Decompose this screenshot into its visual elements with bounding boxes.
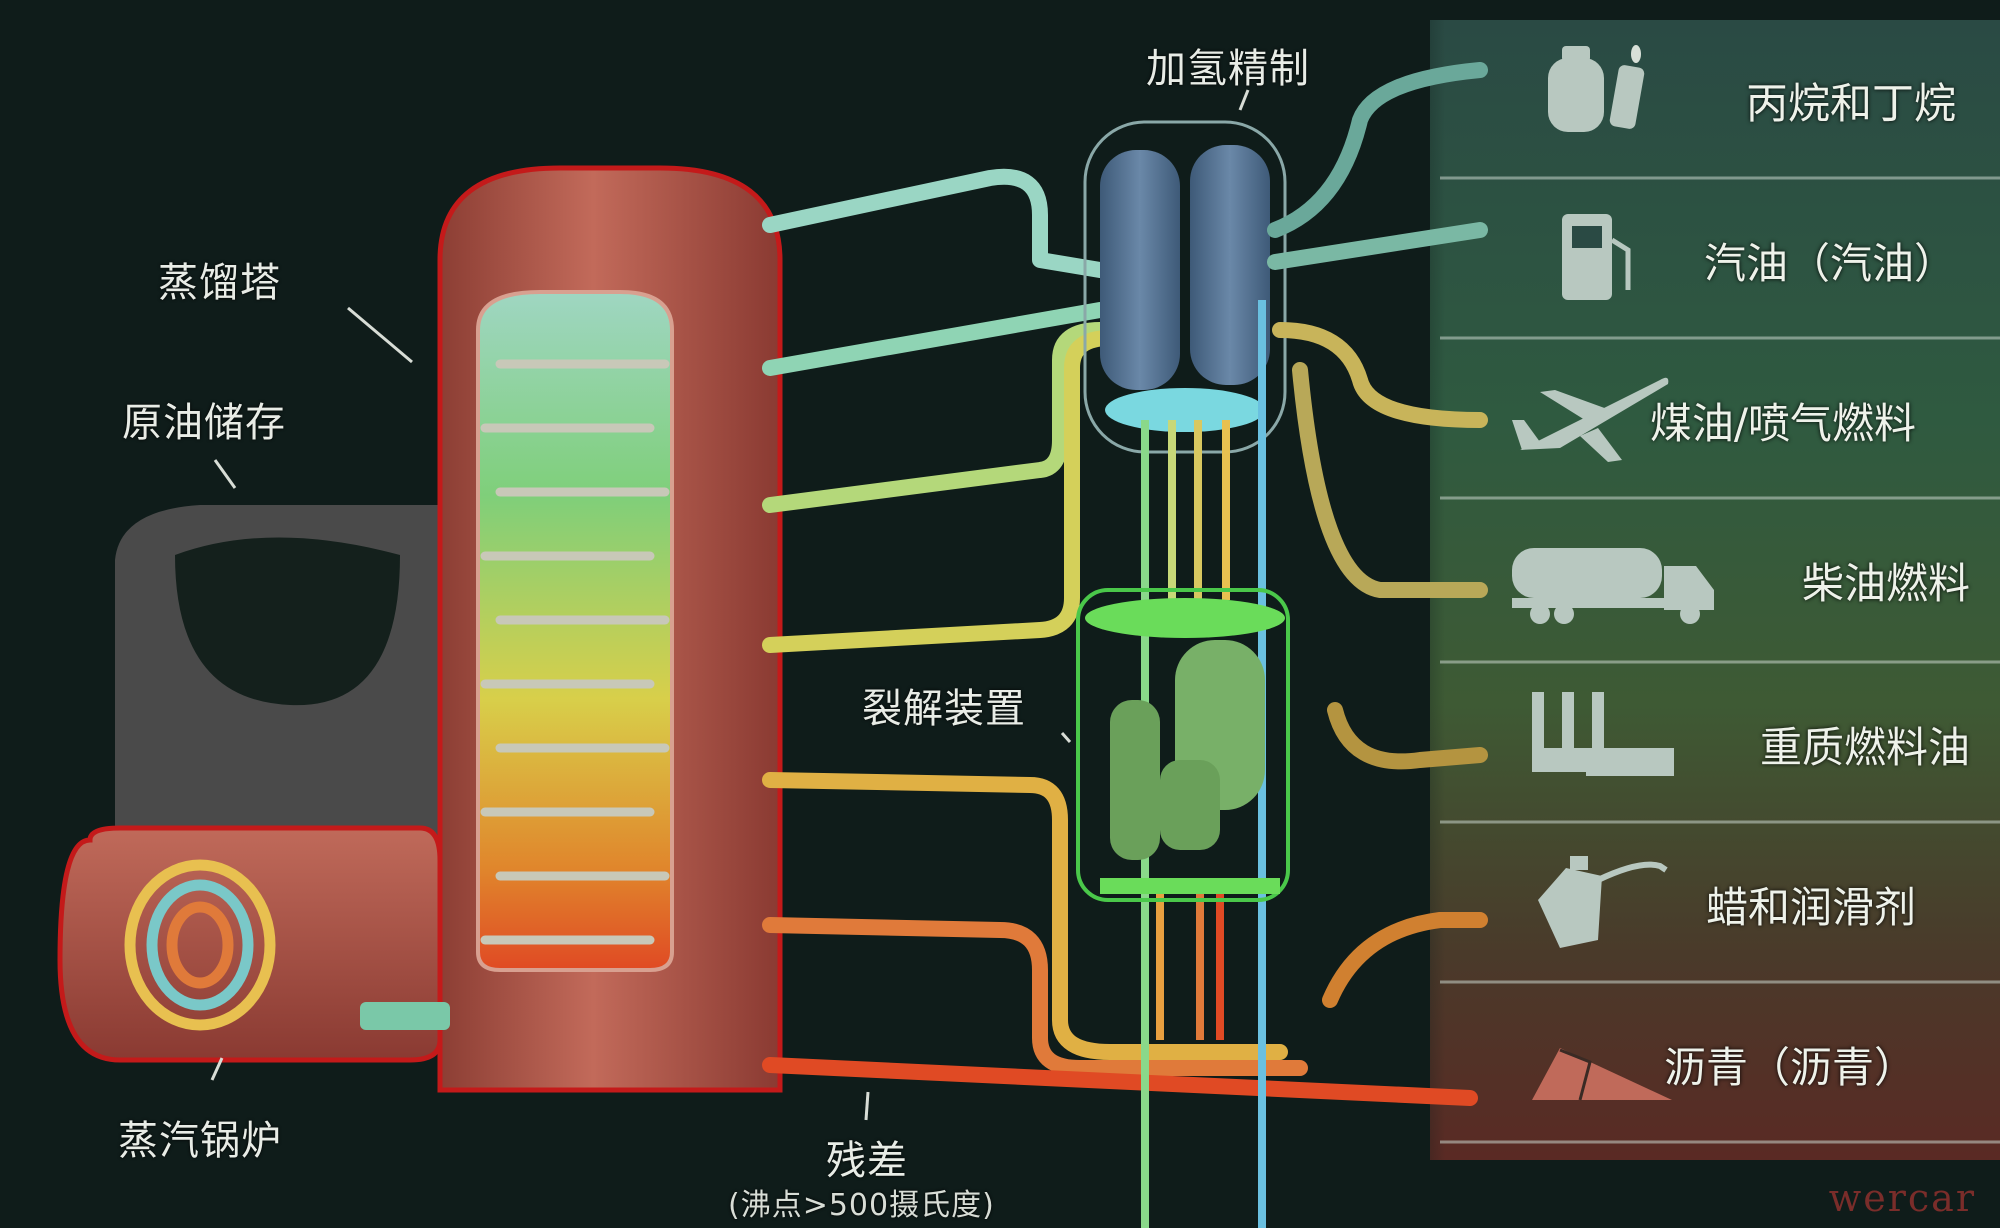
gas-cylinder-lighter-icon xyxy=(1548,45,1645,132)
asphalt-pile-icon xyxy=(1532,1048,1672,1101)
product-row-kerosene: 煤油/喷气燃料 xyxy=(1450,340,2000,498)
product-label: 重质燃料油 xyxy=(1759,723,1970,772)
fuel-pump-icon xyxy=(1562,214,1631,300)
cracking-unit-label: 裂解装置 xyxy=(862,686,1026,732)
draw-pipes xyxy=(762,168,1478,1106)
product-label: 煤油/喷气燃料 xyxy=(1649,399,1916,448)
product-row-heavy-fuel-oil: 重质燃料油 xyxy=(1450,664,2000,822)
steam-boiler xyxy=(57,825,450,1081)
oil-can-icon xyxy=(1538,856,1668,948)
residue-note: (沸点>500摄氏度) xyxy=(728,1188,995,1223)
residue-label: 残差 xyxy=(826,1138,908,1184)
tanker-truck-icon xyxy=(1512,548,1714,624)
hydrotreating-label: 加氢精制 xyxy=(1146,46,1310,92)
distillation-tower xyxy=(347,165,783,1093)
product-label: 沥青（沥青） xyxy=(1663,1043,1916,1092)
factory-icon xyxy=(1532,692,1674,776)
product-row-diesel: 柴油燃料 xyxy=(1450,500,2000,658)
product-label: 丙烷和丁烷 xyxy=(1745,79,1956,128)
product-row-wax-lubricants: 蜡和润滑剂 xyxy=(1450,824,2000,982)
watermark: wercar xyxy=(1828,1176,1976,1220)
product-label: 蜡和润滑剂 xyxy=(1705,883,1916,932)
product-label: 汽油（汽油） xyxy=(1703,239,1956,288)
crude-storage-label: 原油储存 xyxy=(122,400,286,446)
product-row-gasoline: 汽油（汽油） xyxy=(1450,180,2000,338)
residue-pointer xyxy=(864,1091,870,1121)
steam-boiler-label: 蒸汽锅炉 xyxy=(118,1118,282,1164)
cracking-unit xyxy=(1060,588,1290,902)
hydrotreating-unit xyxy=(1083,89,1287,454)
product-row-propane-butane: 丙烷和丁烷 xyxy=(1450,20,2000,178)
crude-storage-tank xyxy=(115,459,440,860)
hydro-out-pipes xyxy=(1267,62,1488,1008)
distillation-tower-label: 蒸馏塔 xyxy=(158,260,281,306)
product-label: 柴油燃料 xyxy=(1801,559,1970,608)
product-row-asphalt: 沥青（沥青） xyxy=(1450,984,2000,1142)
airplane-icon xyxy=(1512,377,1669,462)
